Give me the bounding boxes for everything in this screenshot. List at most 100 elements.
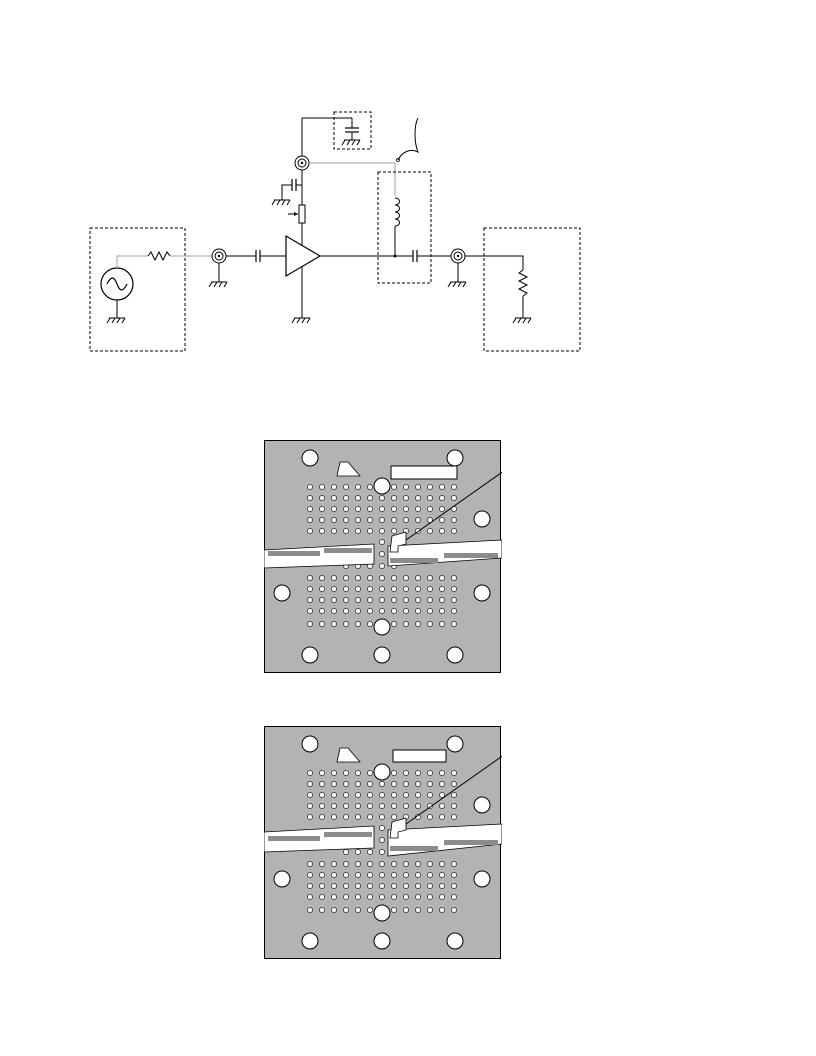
via-hole <box>415 883 421 889</box>
via-hole <box>331 792 337 798</box>
via-hole <box>403 872 409 878</box>
via-hole <box>331 575 337 581</box>
via-hole <box>439 861 445 867</box>
via-hole <box>415 792 421 798</box>
capacitor-icon <box>255 250 261 262</box>
via-hole <box>439 803 445 809</box>
via-hole <box>355 894 361 900</box>
via-hole <box>391 495 397 501</box>
via-hole <box>355 781 361 787</box>
via-hole <box>427 894 433 900</box>
via-hole <box>427 770 433 776</box>
via-hole <box>415 575 421 581</box>
via-hole <box>451 861 457 867</box>
via-hole <box>367 484 373 490</box>
via-hole <box>451 894 457 900</box>
via-hole <box>451 792 457 798</box>
switch-icon <box>396 117 419 162</box>
via-hole <box>379 539 385 545</box>
via-hole <box>391 484 397 490</box>
via-hole <box>415 770 421 776</box>
via-hole <box>307 872 313 878</box>
via-grid <box>307 770 457 913</box>
via-hole <box>319 575 325 581</box>
via-hole <box>403 883 409 889</box>
via-hole <box>451 803 457 809</box>
via-hole <box>415 517 421 523</box>
via-hole <box>367 907 373 913</box>
via-hole <box>307 894 313 900</box>
via-hole <box>343 586 349 592</box>
via-hole <box>439 597 445 603</box>
via-hole <box>427 621 433 627</box>
via-hole <box>343 872 349 878</box>
bias-tee-box <box>377 171 432 284</box>
via-hole <box>403 517 409 523</box>
via-hole <box>379 495 385 501</box>
via-hole <box>307 883 313 889</box>
via-hole <box>319 872 325 878</box>
variable-resistor-icon <box>288 204 306 224</box>
via-hole <box>403 907 409 913</box>
via-hole <box>415 781 421 787</box>
coax-connector-icon <box>211 248 227 264</box>
via-hole <box>367 506 373 512</box>
via-hole <box>343 814 349 820</box>
via-hole <box>391 803 397 809</box>
via-hole <box>307 528 313 534</box>
via-hole <box>415 484 421 490</box>
via-hole <box>343 770 349 776</box>
via-hole <box>343 575 349 581</box>
via-hole <box>427 586 433 592</box>
via-hole <box>439 586 445 592</box>
via-hole <box>343 528 349 534</box>
via-hole <box>379 872 385 878</box>
via-hole <box>379 608 385 614</box>
via-hole <box>415 608 421 614</box>
via-hole <box>307 608 313 614</box>
via-hole <box>307 621 313 627</box>
via-hole <box>379 861 385 867</box>
via-hole <box>451 781 457 787</box>
via-hole <box>415 586 421 592</box>
via-hole <box>355 517 361 523</box>
via-hole <box>379 563 385 569</box>
via-hole <box>331 803 337 809</box>
via-hole <box>367 621 373 627</box>
via-hole <box>451 575 457 581</box>
via-hole <box>355 907 361 913</box>
via-hole <box>367 770 373 776</box>
via-hole <box>319 803 325 809</box>
label-box <box>390 465 458 480</box>
via-hole <box>439 872 445 878</box>
via-hole <box>379 849 385 855</box>
via-hole <box>319 894 325 900</box>
via-hole <box>427 597 433 603</box>
via-hole <box>319 883 325 889</box>
via-hole <box>319 517 325 523</box>
via-hole <box>391 861 397 867</box>
mounting-holes <box>273 735 491 950</box>
via-hole <box>343 849 349 855</box>
callout-line <box>405 471 502 541</box>
via-hole <box>415 894 421 900</box>
rf-traces <box>264 531 502 569</box>
via-hole <box>415 861 421 867</box>
schematic-diagram <box>89 111 581 352</box>
via-hole <box>355 883 361 889</box>
via-hole <box>427 781 433 787</box>
via-hole <box>403 803 409 809</box>
via-hole <box>403 770 409 776</box>
via-hole <box>439 894 445 900</box>
via-hole <box>391 894 397 900</box>
via-hole <box>379 803 385 809</box>
via-hole <box>355 484 361 490</box>
via-hole <box>355 803 361 809</box>
via-hole <box>355 770 361 776</box>
source-box <box>89 227 186 352</box>
via-hole <box>427 495 433 501</box>
via-hole <box>379 597 385 603</box>
via-hole <box>439 883 445 889</box>
via-hole <box>403 597 409 603</box>
via-hole <box>451 770 457 776</box>
